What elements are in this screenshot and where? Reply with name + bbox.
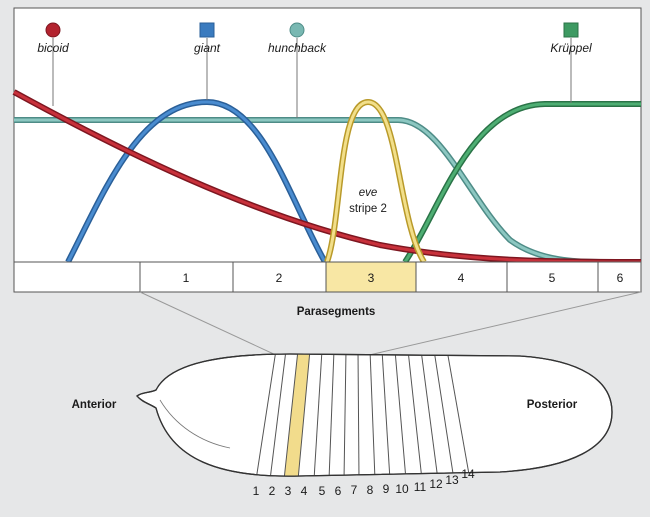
posterior-label: Posterior xyxy=(527,399,578,411)
kruppel-label: Krüppel xyxy=(550,41,592,55)
kruppel-curve-fill xyxy=(403,102,641,263)
segment-number-5: 5 xyxy=(319,484,326,498)
expression-panel xyxy=(13,7,642,293)
segment-number-9: 9 xyxy=(383,482,390,496)
embryo xyxy=(136,353,613,477)
segment-number-11: 11 xyxy=(414,480,427,494)
segment-number-3: 3 xyxy=(285,484,292,498)
eve-label: eve xyxy=(359,187,378,199)
anterior-label: Anterior xyxy=(72,399,117,411)
segment-number-14: 14 xyxy=(461,467,475,481)
segment-number-6: 6 xyxy=(335,484,342,498)
segment-numbers: 1 2 3 4 5 6 7 8 9 10 11 12 13 14 xyxy=(253,467,475,498)
parasegments-title: Parasegments xyxy=(297,306,376,318)
giant-marker-icon xyxy=(199,22,215,38)
eve-stripe-segment xyxy=(283,354,311,477)
bicoid-marker-icon xyxy=(45,22,61,38)
parasegment-highlight xyxy=(326,262,416,292)
segment-number-12: 12 xyxy=(429,477,443,491)
segment-number-4: 4 xyxy=(301,484,308,498)
bicoid-label: bicoid xyxy=(37,41,69,55)
parasegment-3-label: 3 xyxy=(368,271,375,285)
parasegment-6-label: 6 xyxy=(617,271,624,285)
segment-number-2: 2 xyxy=(269,484,276,498)
kruppel-marker-icon xyxy=(563,22,579,38)
projection-line-right xyxy=(364,291,642,357)
segment-number-8: 8 xyxy=(367,483,374,497)
parasegment-bar: 1 2 3 4 5 6 xyxy=(13,261,642,293)
parasegment-4-label: 4 xyxy=(458,271,465,285)
projection-line-left xyxy=(139,291,279,357)
parasegment-5-label: 5 xyxy=(549,271,556,285)
eve-stripe-label: stripe 2 xyxy=(349,203,387,215)
segment-number-1: 1 xyxy=(253,484,260,498)
segment-number-10: 10 xyxy=(395,482,409,496)
eve-stripe2-curve-fill xyxy=(325,100,426,263)
segment-number-13: 13 xyxy=(445,473,459,487)
legend: bicoid giant hunchback Krüppel xyxy=(37,22,592,118)
segment-number-7: 7 xyxy=(351,483,358,497)
hunchback-marker-icon xyxy=(289,22,305,38)
giant-label: giant xyxy=(194,41,221,55)
parasegment-2-label: 2 xyxy=(276,271,283,285)
hunchback-label: hunchback xyxy=(268,41,327,55)
parasegment-1-label: 1 xyxy=(183,271,190,285)
bicoid-curve-fill xyxy=(13,90,642,264)
giant-curve-fill xyxy=(66,100,327,263)
